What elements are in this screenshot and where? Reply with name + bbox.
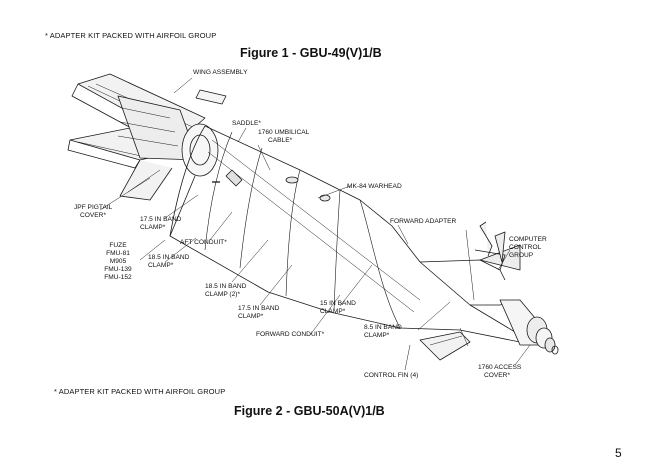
label-band-17-5-1: 17.5 IN BAND <box>140 216 182 223</box>
label-m905: M905 <box>109 258 127 265</box>
label-fmu-139: FMU-139 <box>104 266 132 273</box>
label-band-17-5b-1: 17.5 IN BAND <box>238 305 280 312</box>
figure-1-title: Figure 1 - GBU-49(V)1/B <box>240 46 382 60</box>
figure-2-title: Figure 2 - GBU-50A(V)1/B <box>234 404 385 418</box>
label-umbilical-1: 1760 UMBILICAL <box>258 129 310 136</box>
label-control-fin: CONTROL FIN (4) <box>364 372 419 379</box>
page-number: 5 <box>615 446 622 460</box>
adapter-kit-note-top: * ADAPTER KIT PACKED WITH AIRFOIL GROUP <box>45 31 217 40</box>
label-wing-assembly: WING ASSEMBLY <box>193 69 248 76</box>
label-warhead: MK-84 WARHEAD <box>347 183 402 190</box>
label-band-8-5-1: 8.5 IN BAND <box>364 324 402 331</box>
label-band-18-5b-2: CLAMP (2)* <box>205 291 241 298</box>
label-band-15-2: CLAMP* <box>320 308 346 315</box>
label-band-8-5-2: CLAMP* <box>364 332 390 339</box>
label-access-cover-2: COVER* <box>484 372 511 379</box>
label-aft-conduit: AFT CONDUIT* <box>180 239 227 246</box>
label-ccg-3: GROUP <box>509 252 534 259</box>
computer-control-group-drawing <box>419 221 559 361</box>
label-forward-adapter: FORWARD ADAPTER <box>390 218 457 225</box>
label-band-17-5b-2: CLAMP* <box>238 313 264 320</box>
label-fuze: FUZE <box>109 242 127 249</box>
label-saddle: SADDLE* <box>232 120 261 127</box>
label-band-17-5-2: CLAMP* <box>140 224 166 231</box>
label-band-18-5-2: CLAMP* <box>148 262 174 269</box>
leader-lines <box>99 77 531 371</box>
label-fmu-152: FMU-152 <box>104 274 132 281</box>
label-band-15-1: 15 IN BAND <box>320 300 356 307</box>
label-ccg-1: COMPUTER <box>509 236 547 243</box>
label-access-cover-1: 1760 ACCESS <box>478 364 522 371</box>
label-band-18-5-1: 18.5 IN BAND <box>148 254 190 261</box>
adapter-kit-note-bottom: * ADAPTER KIT PACKED WITH AIRFOIL GROUP <box>54 387 226 396</box>
label-forward-conduit: FORWARD CONDUIT* <box>256 331 325 338</box>
label-ccg-2: CONTROL <box>509 244 542 251</box>
wing-assembly-drawing <box>67 73 227 201</box>
label-jpf-pigtail-1: JPF PIGTAIL <box>74 204 113 211</box>
label-band-18-5b-1: 18.5 IN BAND <box>205 283 247 290</box>
label-jpf-pigtail-2: COVER* <box>80 212 107 219</box>
label-umbilical-2: CABLE* <box>268 137 293 144</box>
label-fmu-81: FMU-81 <box>106 250 130 257</box>
